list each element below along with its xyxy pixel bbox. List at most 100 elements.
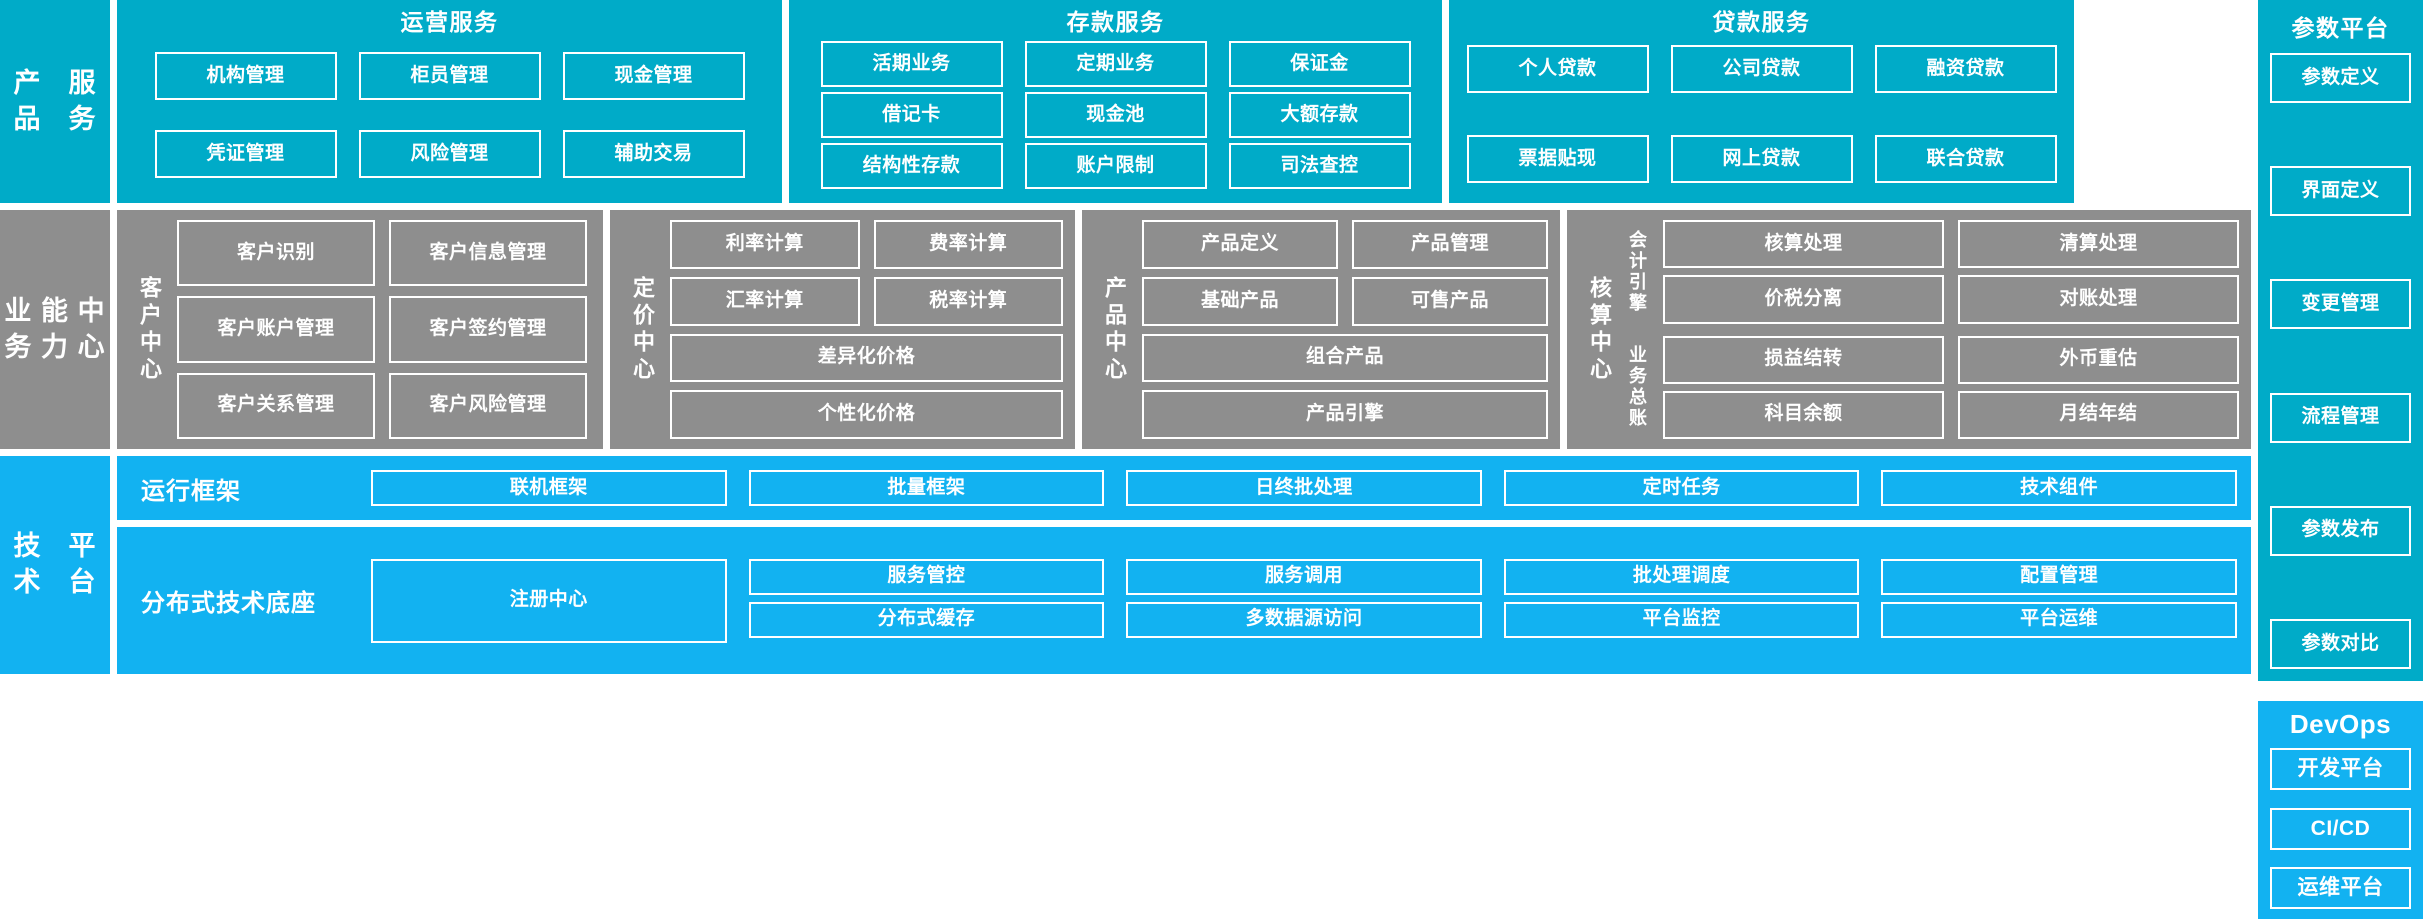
center-pricing: 定价中心 利率计算 费率计算 汇率计算 税率计算 差异化价格 个性化价格 [610, 210, 1075, 449]
capability-tile[interactable]: 客户账户管理 [177, 296, 375, 363]
service-tile[interactable]: 现金管理 [562, 52, 745, 101]
capability-tile[interactable]: 价税分离 [1663, 275, 1944, 324]
capability-tile[interactable]: 外币重估 [1958, 335, 2239, 384]
tech-tile[interactable]: 平台运维 [1881, 601, 2237, 638]
capability-tile[interactable]: 差异化价格 [670, 333, 1063, 383]
center-label-product: 产品中心 [1102, 275, 1127, 384]
service-tile[interactable]: 大额存款 [1228, 92, 1411, 139]
tech-tile[interactable]: 批处理调度 [1503, 558, 1860, 595]
tile-row: 客户关系管理 客户风险管理 [177, 372, 587, 439]
capability-centers: 客户中心 客户识别 客户信息管理 客户账户管理 客户签约管理 客户关系管理 客户… [117, 210, 2423, 449]
capability-tile[interactable]: 对账处理 [1958, 275, 2239, 324]
service-tile[interactable]: 柜员管理 [358, 52, 541, 101]
tech-column: 日终批处理 [1126, 470, 1482, 506]
capability-tile[interactable]: 税率计算 [873, 276, 1063, 326]
capability-tile[interactable]: 科目余额 [1663, 390, 1944, 439]
service-tile[interactable]: 活期业务 [820, 41, 1003, 88]
tech-tile[interactable]: 服务调用 [1126, 558, 1482, 595]
service-tile[interactable]: 现金池 [1024, 92, 1207, 139]
service-tile[interactable]: 定期业务 [1024, 41, 1207, 88]
capability-tile[interactable]: 费率计算 [873, 220, 1063, 269]
service-tile[interactable]: 融资贷款 [1874, 45, 2057, 94]
capability-tile[interactable]: 汇率计算 [670, 276, 860, 326]
tech-column: 技术组件 [1881, 470, 2237, 506]
tech-tile[interactable]: 技术组件 [1881, 470, 2237, 506]
layer-label-line: 中心 [77, 295, 106, 362]
parameter-tile[interactable]: 界面定义 [2270, 166, 2411, 217]
layer-label-line: 平台 [68, 531, 97, 597]
tech-tile[interactable]: 定时任务 [1503, 470, 1860, 506]
devops-tile[interactable]: 开发平台 [2270, 748, 2411, 790]
capability-tile[interactable]: 损益结转 [1663, 335, 1944, 384]
service-tile[interactable]: 联合贷款 [1874, 135, 2057, 183]
capability-tile[interactable]: 客户识别 [177, 220, 375, 287]
tech-column: 注册中心 [371, 558, 727, 643]
capability-tile[interactable]: 产品管理 [1352, 220, 1548, 269]
group-loan-service: 贷款服务 个人贷款 公司贷款 融资贷款 票据贴现 网上贷款 联合贷款 [1449, 0, 2074, 203]
parameter-tile[interactable]: 参数对比 [2270, 618, 2411, 669]
capability-tile[interactable]: 组合产品 [1142, 333, 1548, 383]
capability-tile[interactable]: 可售产品 [1352, 276, 1548, 326]
tile-row: 凭证管理 风险管理 辅助交易 [133, 130, 766, 179]
capability-tile[interactable]: 清算处理 [1958, 220, 2239, 269]
parameter-tile[interactable]: 变更管理 [2270, 279, 2411, 330]
parameter-tile[interactable]: 参数定义 [2270, 53, 2411, 103]
capability-tile[interactable]: 核算处理 [1663, 220, 1944, 269]
capability-tile[interactable]: 利率计算 [670, 220, 860, 269]
tech-tile[interactable]: 服务管控 [748, 558, 1105, 595]
rail-parameter-platform: 参数平台 参数定义 界面定义 变更管理 流程管理 参数发布 参数对比 [2258, 0, 2423, 681]
service-tile[interactable]: 保证金 [1228, 41, 1411, 88]
service-tile[interactable]: 账户限制 [1024, 143, 1207, 190]
service-tile[interactable]: 风险管理 [358, 130, 541, 179]
capability-tile[interactable]: 客户签约管理 [389, 296, 587, 363]
capability-tile[interactable]: 产品定义 [1142, 220, 1338, 269]
service-tile[interactable]: 结构性存款 [820, 143, 1003, 190]
layer-technical-platform: 技术平台 运行框架 联机框架 批量框架 日终批处理 定时任务 [0, 456, 2423, 674]
service-tile[interactable]: 凭证管理 [154, 130, 337, 179]
strip-runtime-framework: 运行框架 联机框架 批量框架 日终批处理 定时任务 技术组件 [117, 456, 2251, 520]
tech-tile[interactable]: 批量框架 [748, 470, 1105, 506]
capability-tile[interactable]: 客户信息管理 [389, 220, 587, 287]
capability-tile[interactable]: 个性化价格 [670, 390, 1063, 439]
service-tile[interactable]: 网上贷款 [1670, 135, 1853, 183]
tech-tile[interactable]: 注册中心 [371, 558, 727, 643]
capability-tile[interactable]: 月结年结 [1958, 390, 2239, 439]
tile-row: 票据贴现 网上贷款 联合贷款 [1465, 135, 2058, 183]
parameter-tile[interactable]: 流程管理 [2270, 392, 2411, 443]
rail-title-devops: DevOps [2289, 709, 2392, 739]
tile-row: 利率计算 费率计算 [670, 220, 1063, 269]
tech-column: 定时任务 [1503, 470, 1860, 506]
tile-row: 组合产品 [1142, 333, 1548, 383]
parameter-tile[interactable]: 参数发布 [2270, 505, 2411, 556]
tile-row: 科目余额 月结年结 [1663, 390, 2239, 439]
capability-tile[interactable]: 客户风险管理 [389, 372, 587, 439]
tech-tile[interactable]: 多数据源访问 [1126, 601, 1482, 638]
tile-row: 汇率计算 税率计算 [670, 276, 1063, 326]
tile-row: 损益结转 外币重估 [1663, 335, 2239, 384]
tech-tile[interactable]: 日终批处理 [1126, 470, 1482, 506]
layer-label-product-service: 产品服务 [0, 0, 110, 203]
capability-tile[interactable]: 产品引擎 [1142, 390, 1548, 439]
capability-tile[interactable]: 基础产品 [1142, 276, 1338, 326]
layer-product-service: 产品服务 运营服务 机构管理 柜员管理 现金管理 凭证管理 风险管理 辅助交易 [0, 0, 2423, 203]
devops-tile[interactable]: CI/CD [2270, 807, 2411, 850]
tile-row: 价税分离 对账处理 [1663, 275, 2239, 324]
tech-tile[interactable]: 平台监控 [1503, 601, 1860, 638]
tech-tile[interactable]: 分布式缓存 [748, 601, 1105, 638]
service-tile[interactable]: 借记卡 [820, 92, 1003, 139]
layer-label-business-capability: 业务能力中心 [0, 210, 110, 449]
tile-row: 活期业务 定期业务 保证金 [805, 41, 1426, 88]
service-tile[interactable]: 票据贴现 [1466, 135, 1649, 183]
capability-tile[interactable]: 客户关系管理 [177, 372, 375, 439]
devops-tile[interactable]: 运维平台 [2270, 867, 2411, 909]
service-tile[interactable]: 司法查控 [1228, 143, 1411, 190]
layer-label-line: 能力 [41, 295, 69, 362]
layer-label-technical-platform: 技术平台 [0, 456, 110, 674]
service-tile[interactable]: 机构管理 [154, 52, 337, 101]
tech-tile[interactable]: 联机框架 [371, 470, 727, 506]
tile-row: 个人贷款 公司贷款 融资贷款 [1465, 45, 2058, 94]
service-tile[interactable]: 辅助交易 [562, 130, 745, 179]
service-tile[interactable]: 个人贷款 [1466, 45, 1649, 94]
tech-tile[interactable]: 配置管理 [1881, 558, 2237, 595]
service-tile[interactable]: 公司贷款 [1670, 45, 1853, 94]
